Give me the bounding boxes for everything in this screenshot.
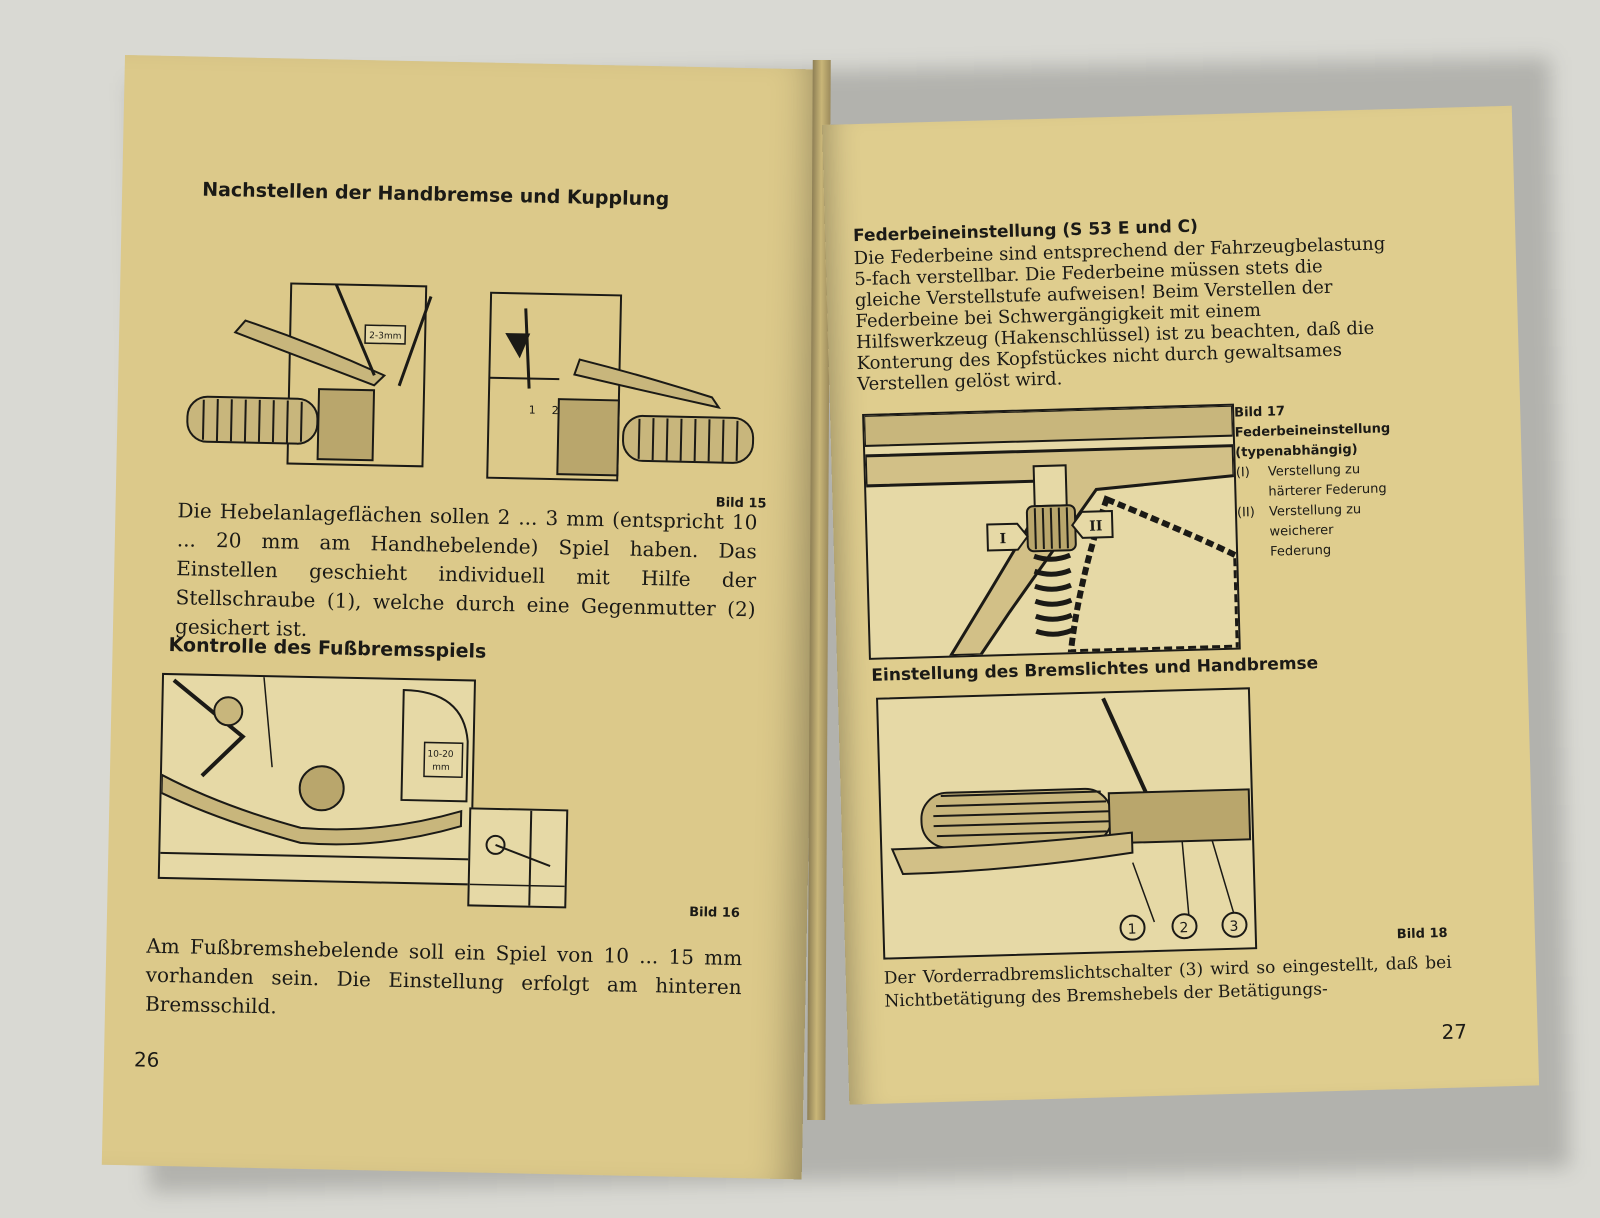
legend-item-1: (I) Verstellung zu härterer Federung — [1236, 458, 1427, 503]
shock-absorber-illustration: I II — [864, 405, 1239, 658]
figure-bild-15: 2-3mm 1 2 — [182, 271, 774, 493]
legend-item-1-text: Verstellung zu härterer Federung — [1268, 459, 1387, 502]
roman-numeral-2: II — [1089, 518, 1103, 534]
figure-bild-18: 1 2 3 — [876, 687, 1258, 960]
right-page: Federbeineinstellung (S 53 E und C) Die … — [822, 105, 1540, 1105]
legend-item-2-number: (II) — [1236, 505, 1256, 521]
caption-bild-18: Bild 18 — [1396, 925, 1448, 943]
paragraph-foot-brake-play: Am Fußbremshebelende soll ein Spiel von … — [144, 933, 743, 1019]
measure-label-1: 10-20 — [427, 749, 454, 760]
paragraph-brake-light-switch: Der Vorderradbremslichtschalter (3) wird… — [883, 952, 1452, 1012]
paragraph-suspension: Die Federbeine sind entsprechend der Fah… — [853, 233, 1386, 396]
roman-numeral-1: I — [999, 531, 1006, 547]
legend-item-2-line-1: Verstellung zu — [1268, 502, 1362, 520]
figure-bild-16-detail — [467, 807, 569, 909]
figure-bild-16: 10-20 mm — [157, 672, 476, 886]
figure-15-number-1: 1 — [529, 404, 536, 417]
measure-label-2: mm — [432, 763, 450, 773]
right-heading-brake-light: Einstellung des Bremslichtes und Handbre… — [871, 653, 1319, 686]
page-number-left: 26 — [133, 1047, 160, 1072]
legend-item-2-text: Verstellung zu weicherer Federung — [1269, 500, 1363, 563]
callout-1: 1 — [1127, 922, 1136, 938]
legend-item-1-line-2: härterer Federung — [1268, 481, 1387, 500]
legend-item-2-line-3: Federung — [1269, 542, 1332, 560]
foot-brake-illustration: 10-20 mm — [160, 676, 471, 861]
left-heading-brake-clutch: Nachstellen der Handbremse und Kupplung — [201, 178, 670, 211]
legend-item-2: (II) Verstellung zu weicherer Federung — [1237, 498, 1429, 563]
paragraph-lever-clearance: Die Hebelanlageflächen sollen 2 ... 3 mm… — [174, 498, 758, 641]
figure-17-legend: Bild 17 Federbeineinstellung (typenabhän… — [1234, 398, 1428, 563]
callout-3: 3 — [1229, 919, 1238, 935]
brake-light-switch-illustration: 1 2 3 — [890, 697, 1252, 941]
page-number-right: 27 — [1441, 1019, 1468, 1045]
foot-brake-detail-illustration — [469, 810, 565, 906]
caption-bild-16: Bild 16 — [689, 905, 741, 922]
callout-2: 2 — [1179, 920, 1188, 936]
left-page: Nachstellen der Handbremse und Kupplung … — [101, 55, 825, 1180]
legend-item-2-line-2: weicherer — [1269, 522, 1334, 540]
handlebar-illustration: 2-3mm 1 2 — [186, 282, 755, 482]
measure-label: 2-3mm — [369, 331, 401, 342]
legend-item-1-number: (I) — [1235, 465, 1251, 481]
figure-15-number-2: 2 — [552, 404, 559, 417]
figure-bild-17: I II — [862, 403, 1241, 660]
